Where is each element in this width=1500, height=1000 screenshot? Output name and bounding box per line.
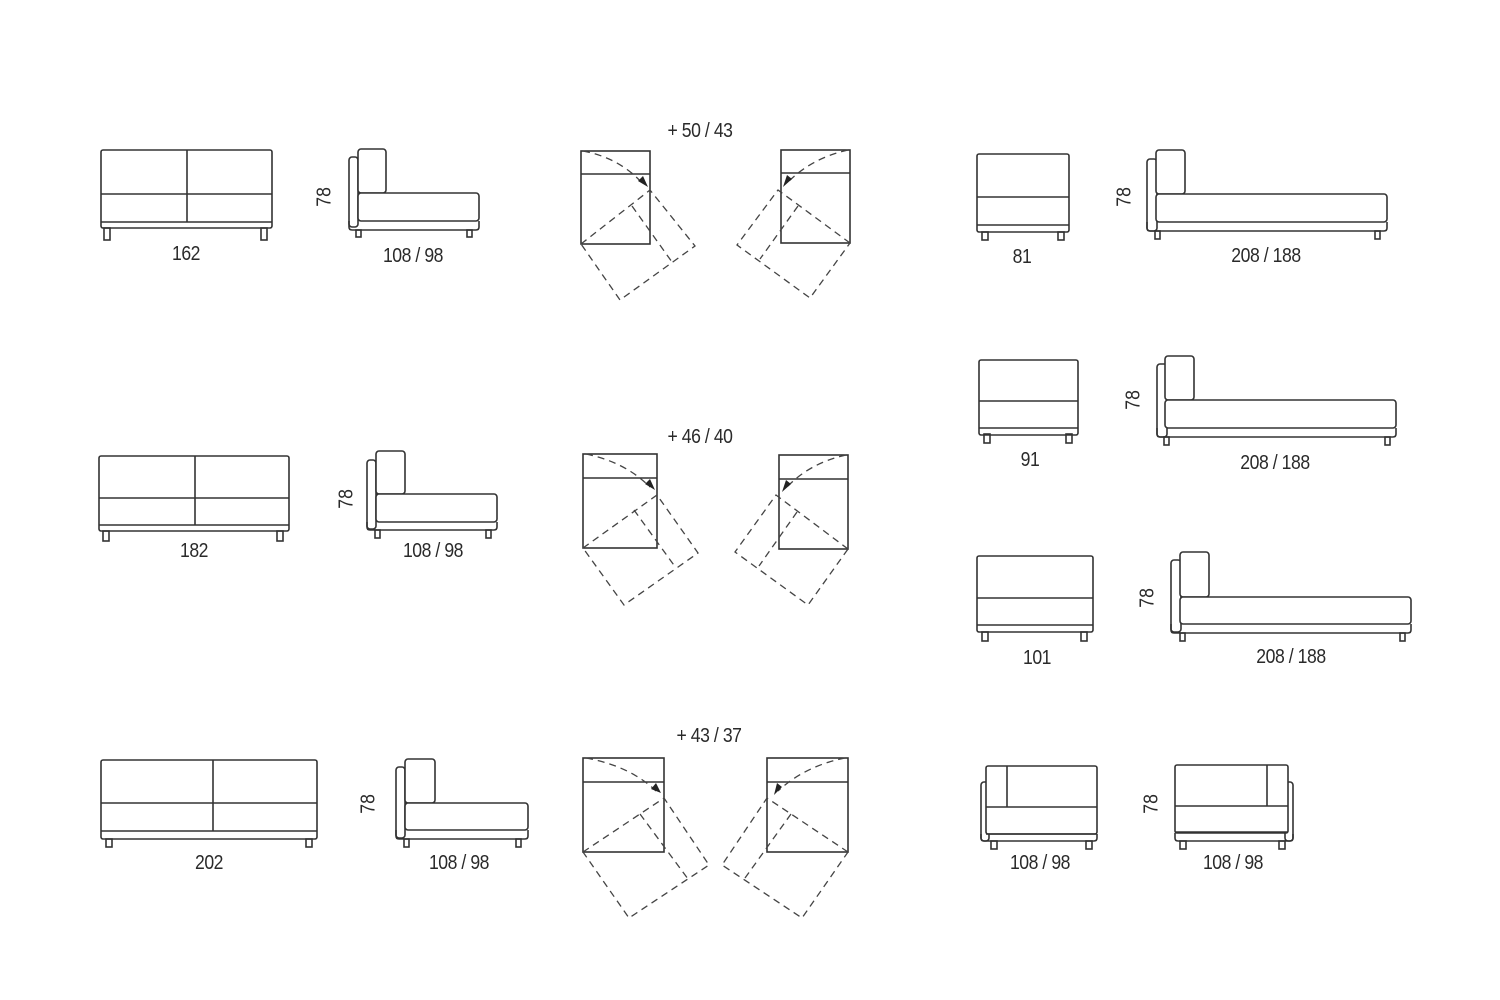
sofa-front-182 — [98, 455, 290, 542]
sofa-height-label-1: 78 — [313, 187, 336, 207]
armchair-width-label-81: 81 — [1012, 246, 1032, 268]
end-unit-right-width-label: 108 / 98 — [1202, 852, 1264, 874]
sofa-side-view-1 — [348, 148, 480, 238]
chaise-side-view-2 — [1156, 355, 1397, 446]
armchair-width-label-101: 101 — [1022, 647, 1052, 669]
sofa-width-label-2: 182 — [179, 540, 209, 562]
end-unit-height-label: 78 — [1140, 794, 1163, 814]
rotation-diagram-3-right — [721, 757, 849, 919]
chaise-side-view-1 — [1146, 149, 1388, 240]
armchair-front-101 — [976, 555, 1094, 642]
rotation-label-3: + 43 / 37 — [676, 725, 742, 747]
end-unit-right-arm — [1174, 764, 1294, 850]
end-unit-left-arm — [980, 765, 1098, 850]
sofa-width-label-1: 162 — [171, 243, 201, 265]
sofa-depth-label-2: 108 / 98 — [402, 540, 464, 562]
armchair-front-81 — [976, 153, 1070, 241]
chaise-depth-label-1: 208 / 188 — [1231, 245, 1301, 267]
rotation-diagram-2-left — [582, 453, 699, 606]
armchair-width-label-91: 91 — [1020, 449, 1040, 471]
chaise-side-view-3 — [1170, 551, 1412, 642]
sofa-depth-label-3: 108 / 98 — [428, 852, 490, 874]
rotation-diagram-1-right — [736, 149, 851, 299]
rotation-diagram-1-left — [580, 150, 696, 301]
sofa-side-view-2 — [366, 450, 498, 539]
sofa-width-label-3: 202 — [194, 852, 224, 874]
chaise-depth-label-3: 208 / 188 — [1256, 646, 1326, 668]
end-unit-left-width-label: 108 / 98 — [1009, 852, 1071, 874]
sofa-depth-label-1: 108 / 98 — [382, 245, 444, 267]
chaise-depth-label-2: 208 / 188 — [1240, 452, 1310, 474]
sofa-front-202 — [100, 759, 318, 848]
sofa-front-162 — [100, 149, 273, 241]
chaise-height-label-3: 78 — [1136, 588, 1159, 608]
rotation-diagram-2-right — [734, 454, 849, 606]
rotation-label-2: + 46 / 40 — [667, 426, 733, 448]
sofa-height-label-3: 78 — [357, 794, 380, 814]
rotation-label-1: + 50 / 43 — [667, 120, 733, 142]
armchair-front-91 — [978, 359, 1079, 444]
sofa-side-view-3 — [395, 758, 529, 848]
chaise-height-label-1: 78 — [1113, 187, 1136, 207]
sofa-height-label-2: 78 — [335, 489, 358, 509]
chaise-height-label-2: 78 — [1122, 390, 1145, 410]
rotation-diagram-3-left — [582, 757, 710, 919]
